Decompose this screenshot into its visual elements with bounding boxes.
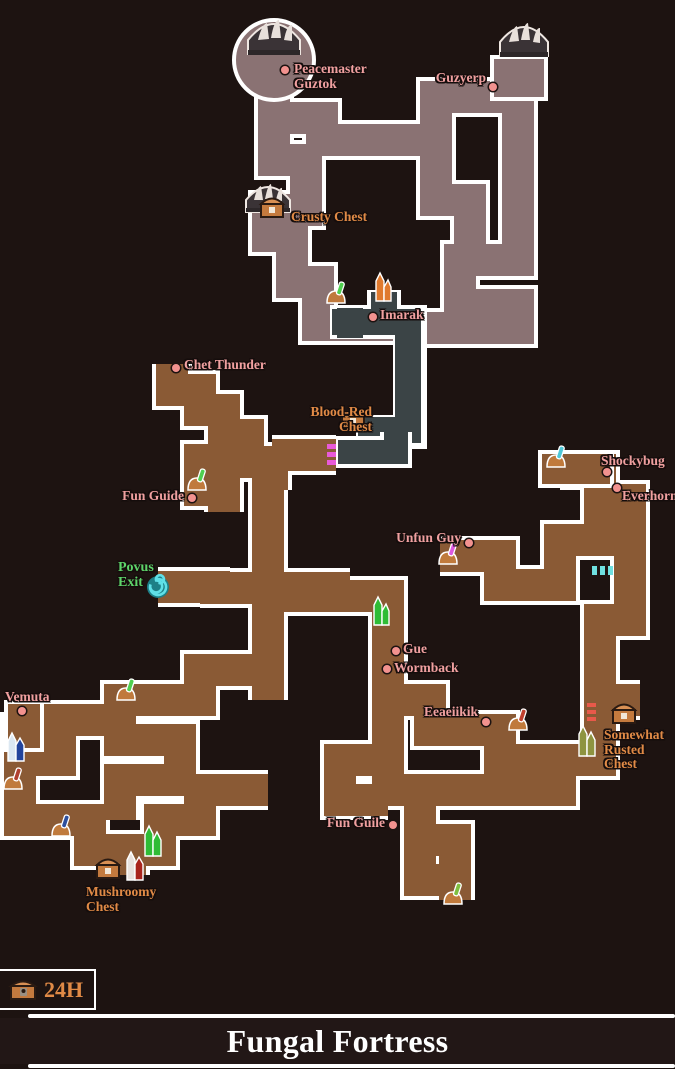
marker-dot[interactable] — [392, 647, 400, 655]
marker-dot[interactable] — [603, 468, 611, 476]
marker-dot[interactable] — [188, 494, 196, 502]
enemy-label-shockybug: Shockybug — [601, 453, 665, 468]
dark-corridors — [330, 290, 427, 468]
legend-panel: 24H — [0, 969, 96, 1010]
marker-dot[interactable] — [489, 83, 497, 91]
enemy-label-fun-guile: Fun Guile — [326, 815, 385, 830]
door-markers[interactable] — [327, 444, 613, 721]
marker-dot[interactable] — [389, 821, 397, 829]
enemy-label-unfun-guy: Unfun Guy — [396, 530, 461, 545]
legend-label: 24H — [44, 976, 84, 1002]
marker-dot[interactable] — [613, 484, 621, 492]
door-pink — [327, 444, 336, 465]
divider-bottom — [28, 1064, 675, 1068]
page-title: Fungal Fortress — [226, 1022, 449, 1059]
lower-corridors — [0, 364, 650, 900]
enemy-label-vemuta: Vemuta — [5, 689, 50, 704]
boss-crown-icon-crusty — [245, 184, 291, 213]
divider-top — [28, 1014, 675, 1018]
marker-dot[interactable] — [465, 539, 473, 547]
upper-corridors — [232, 18, 548, 348]
enemy-label-everhorn: Everhorn — [622, 488, 675, 503]
enemy-label-gue: Gue — [403, 641, 428, 656]
marker-dot[interactable] — [18, 707, 26, 715]
boss-crown-icon-guztok — [247, 20, 301, 55]
chest-label-crusty-chest: Crusty Chest — [291, 209, 368, 224]
map-title-bar: Fungal Fortress — [0, 1018, 675, 1064]
enemy-label-guzyerp: Guzyerp — [435, 70, 486, 85]
marker-dot[interactable] — [383, 665, 391, 673]
door-cyan — [592, 566, 613, 575]
marker-dot[interactable] — [281, 66, 289, 74]
enemy-label-wormback: Wormback — [394, 660, 459, 675]
marker-dot[interactable] — [482, 718, 490, 726]
enemy-label-eeaeiikik: Eeaeiikik — [423, 704, 478, 719]
enemy-label-fun-guide: Fun Guide — [122, 488, 184, 503]
enemy-label-chet-thunder: Chet Thunder — [184, 357, 266, 372]
chest-icon — [8, 980, 38, 1000]
boss-crown-icon-guzyerp — [499, 23, 549, 57]
marker-dot[interactable] — [369, 313, 377, 321]
enemy-label-imarak: Imarak — [380, 307, 424, 322]
door-red — [587, 703, 596, 721]
marker-dot[interactable] — [172, 364, 180, 372]
